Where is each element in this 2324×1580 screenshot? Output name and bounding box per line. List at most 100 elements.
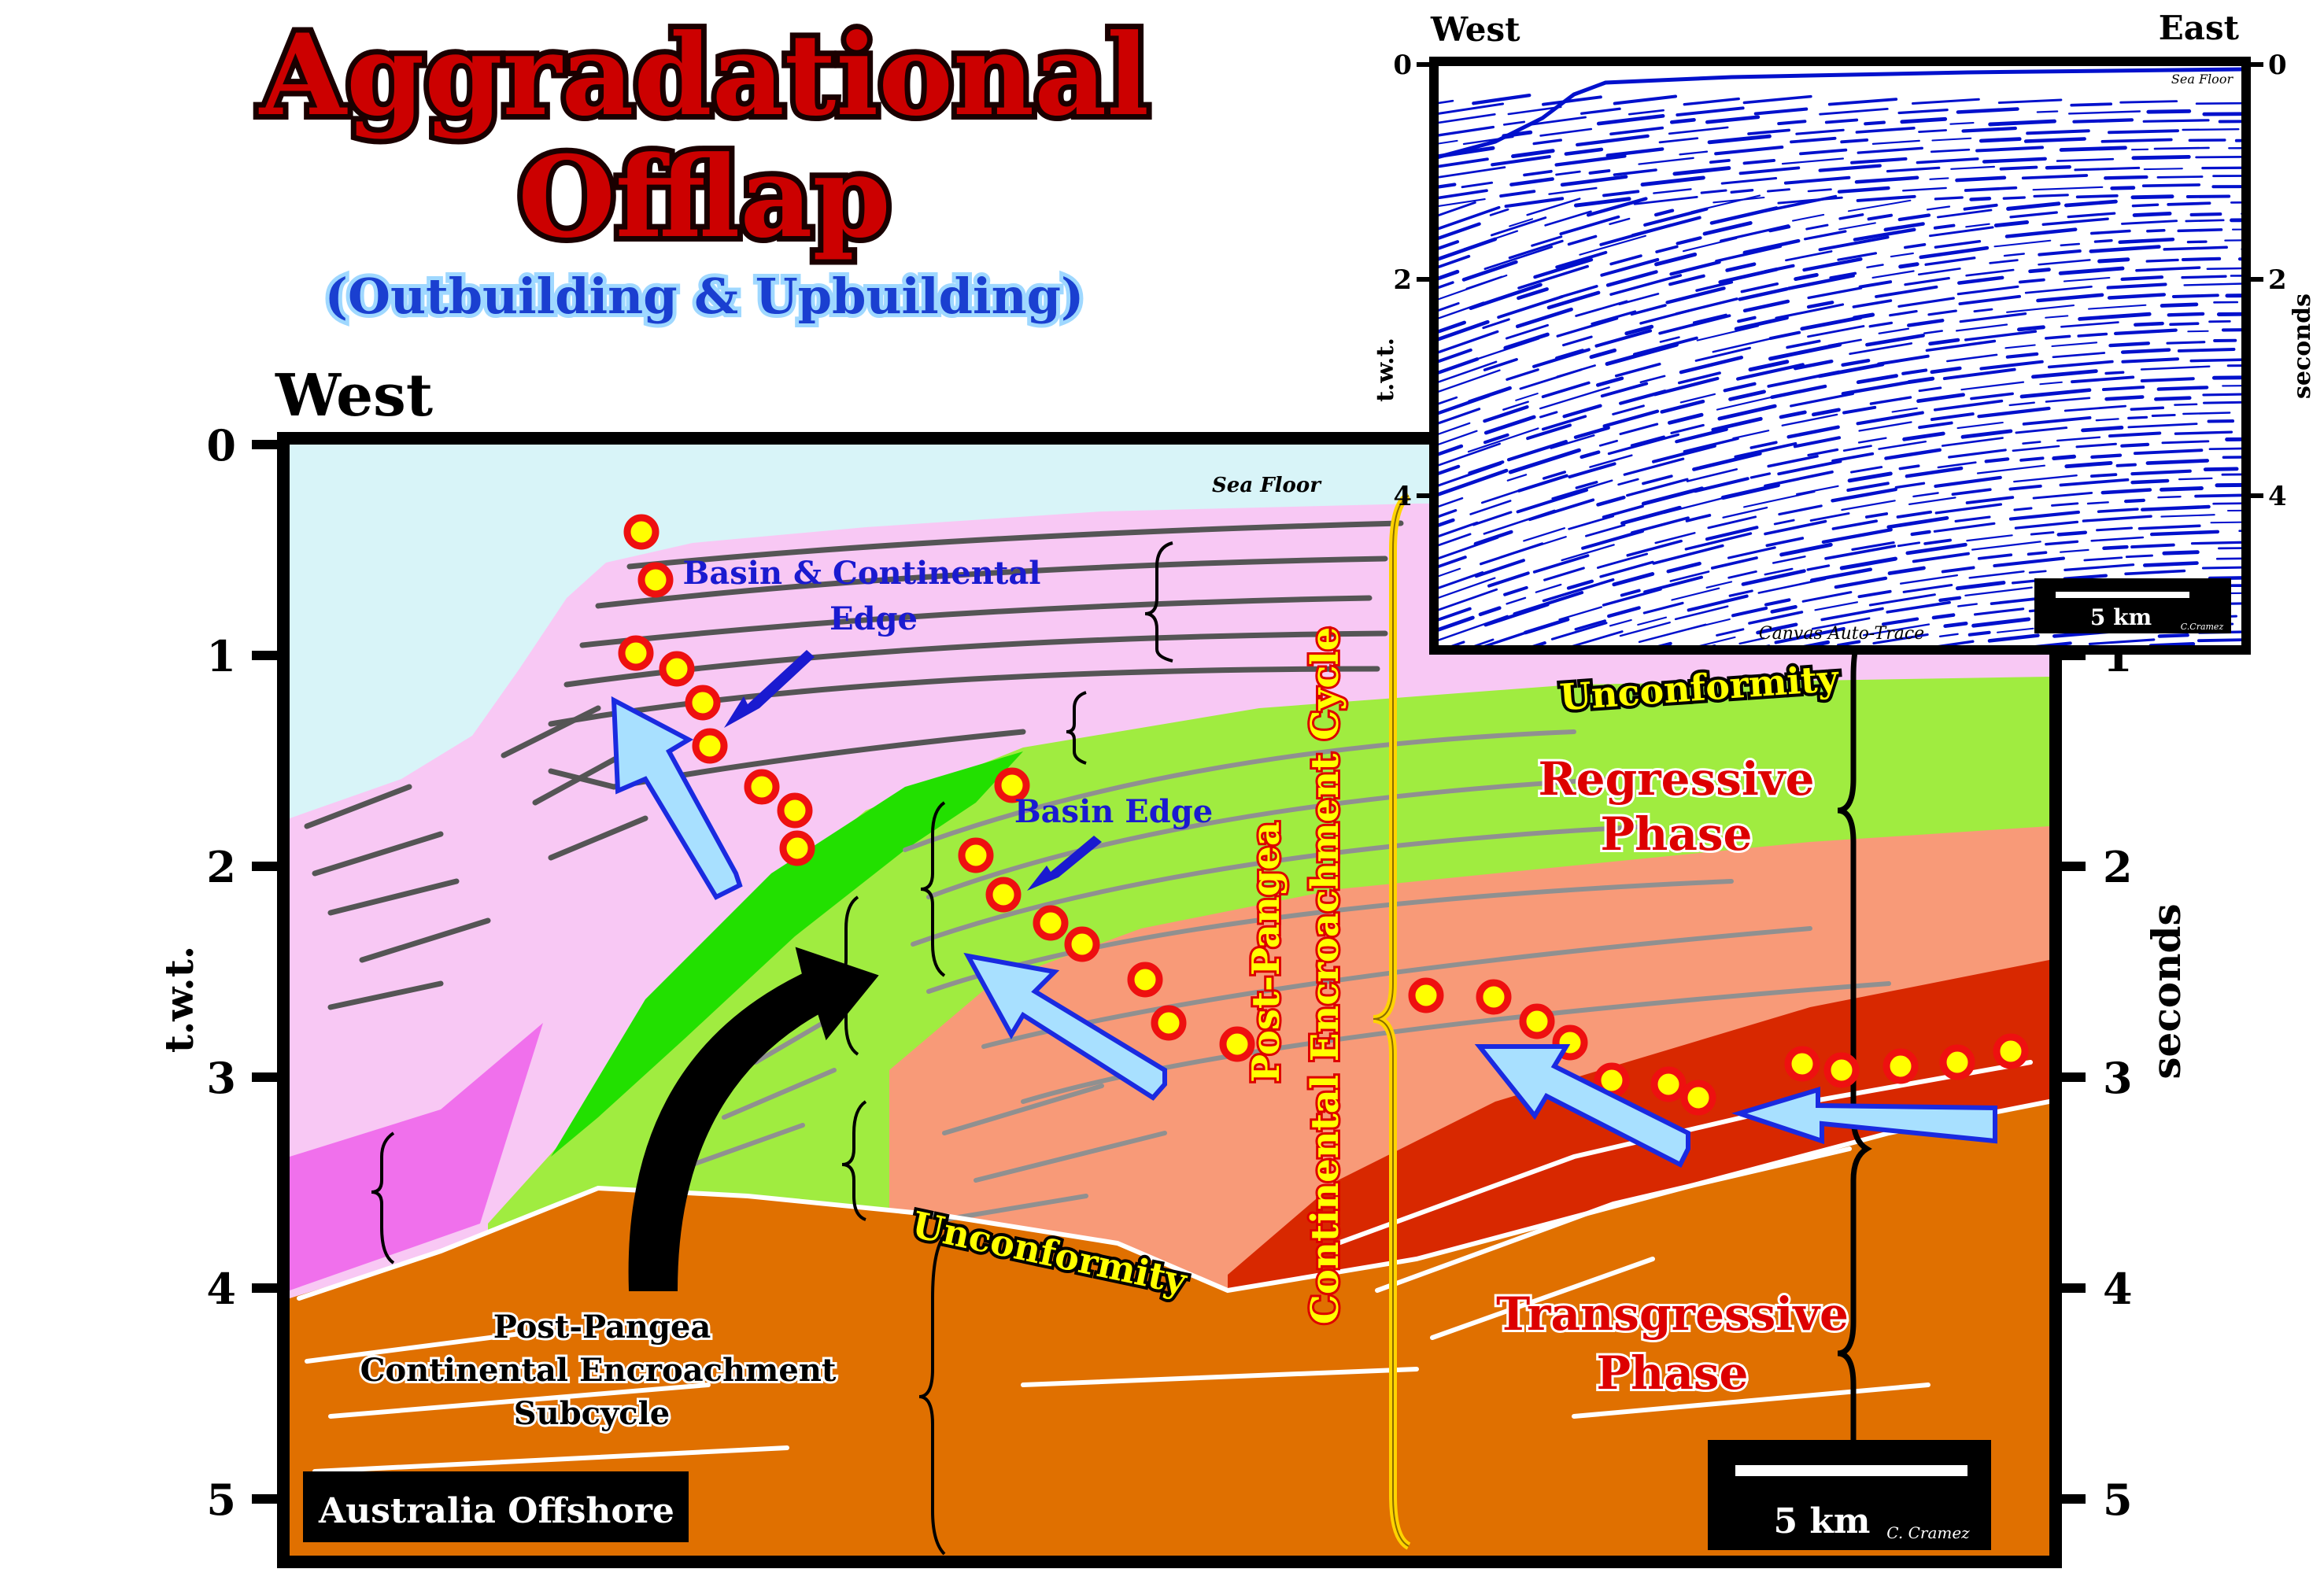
seismic-reflector-segment [1727,570,1757,579]
label-basin-continental-edge-2: Edge [829,600,918,637]
seismic-reflector-segment [2088,638,2156,645]
label-basin-continental-edge-1: Basin & Continental [683,555,1041,592]
seismic-reflector-segment [2124,569,2186,576]
left-y-tick-labels: 0 1 2 3 4 5 [206,420,236,1525]
seismic-reflector-segment [1809,512,1850,522]
seismic-reflector-segment [1837,186,1890,194]
seismic-reflector-segment [1999,165,2038,171]
seismic-reflector-segment [2110,186,2136,190]
seismic-reflector-segment [2090,229,2131,235]
seismic-reflector-segment [1710,556,1758,570]
seismic-reflector-segment [1934,239,1982,249]
seismic-reflector-segment [1576,134,1650,147]
title-group: Aggradational Offlap (Outbuilding & Upbu… [253,5,1155,329]
seismic-reflector-segment [1541,415,1587,431]
seismic-reflector-segment [1806,564,1831,571]
seismic-reflector-segment [2115,463,2137,467]
seismic-reflector-segment [1506,474,1528,482]
seismic-reflector-segment [2059,478,2130,487]
seismic-reflector-segment [1809,567,1873,582]
markers [618,514,2029,1116]
inset-tick-right-2: 2 [2268,264,2287,296]
seismic-reflector-segment [1711,416,1763,432]
seismic-reflector-segment [2077,332,2108,338]
inset-sea-floor-label: Sea Floor [2171,72,2234,87]
seismic-reflector-segment [1886,515,1949,530]
seismic-reflector-segment [2211,675,2249,676]
seismic-reflector-segment [1723,382,1757,393]
seismic-reflector-segment [1541,381,1591,399]
seismic-reflector-segment [1567,234,1598,246]
seismic-reflector-segment [1682,237,1738,253]
seismic-reflector-segment [1605,342,1679,366]
seismic-reflector-segment [1742,299,1790,313]
seismic-reflector-segment [2056,157,2115,162]
seismic-reflector-segment [1919,245,1990,260]
seismic-reflector-segment [2125,554,2153,559]
seismic-reflector-segment [2161,440,2210,445]
seismic-reflector-segment [2182,127,2240,131]
seismic-reflector-segment [1667,412,1704,425]
seismic-reflector-segment [1628,109,1664,116]
seismic-reflector-segment [1474,559,1525,578]
seismic-reflector-segment [1977,553,2013,560]
seismic-reflector-segment [1531,235,1563,247]
seismic-reflector-segment [1956,603,1979,607]
seismic-reflector-segment [1683,97,1740,106]
seismic-reflector-segment [1956,107,2019,114]
seismic-reflector-segment [2097,508,2139,513]
seismic-reflector-segment [1437,408,1481,426]
seismic-reflector-segment [1638,623,1707,644]
seismic-reflector-segment [1774,626,1846,644]
seismic-reflector-segment [2178,662,2204,663]
seismic-reflector-segment [1694,477,1749,493]
seismic-reflector-segment [1881,617,1919,626]
seismic-reflector-segment [1630,435,1665,447]
inset-scale-box [2034,578,2231,633]
seismic-reflector-segment [1960,381,2025,391]
seismic-reflector-segment [1705,115,1761,124]
seismic-reflector-segment [2045,397,2091,403]
annotations: Basin & Continental Edge Basin Edge Unco… [358,555,1851,1434]
seismic-reflector-segment [1437,237,1498,262]
seismic-reflector-segment [2045,164,2071,170]
seismic-reflector-segment [1574,619,1607,631]
seismic-reflector-segment [1924,257,1976,266]
seismic-reflector-segment [1894,482,1926,489]
seismic-reflector-segment [1589,454,1633,468]
seismic-reflector-segment [1437,201,1476,217]
seismic-reflector-segment [1811,617,1871,630]
seismic-reflector-segment [2045,540,2079,546]
seismic-reflector-segment [1725,262,1757,272]
seismic-reflector-segment [1437,536,1499,560]
seismic-reflector-segment [1856,194,1916,202]
seismic-reflector-segment [1886,166,1941,173]
seismic-reflector-segment [1955,323,2008,332]
seismic-reflector-segment [1749,472,1772,479]
seismic-reflector-segment [2032,491,2093,500]
seismic-reflector-segment [1738,637,1765,645]
seismic-reflector-segment [1497,295,1564,319]
seismic-reflector-segment [1929,226,1994,238]
seismic-reflector-segment [2145,674,2167,675]
seismic-reflector-segment [2215,557,2243,560]
seismic-reflector-segment [1768,342,1842,361]
seismic-reflector-segment [2130,478,2170,485]
seismic-reflector-segment [2132,211,2172,217]
tick-left-2: 2 [206,842,236,892]
seismic-reflector-segment [2149,530,2220,537]
seismic-reflector-segment [1858,421,1912,432]
seismic-reflector-segment [1918,386,1942,393]
seismic-reflector-segment [1773,519,1795,526]
inset-right-tick-labels: 0 2 4 [2268,50,2287,512]
seismic-reflector-segment [1528,116,1587,126]
seismic-reflector-segment [1437,166,1506,179]
seismic-reflector-segment [1984,457,2010,463]
seismic-reflector-segment [1714,145,1784,156]
seismic-reflector-segment [2063,574,2108,581]
seismic-reflector-segment [1641,486,1705,506]
seismic-reflector-segment [1851,541,1895,552]
seismic-reflector-segment [1965,496,2015,504]
seismic-reflector-segment [1508,239,1564,260]
seismic-reflector-segment [2067,212,2116,219]
